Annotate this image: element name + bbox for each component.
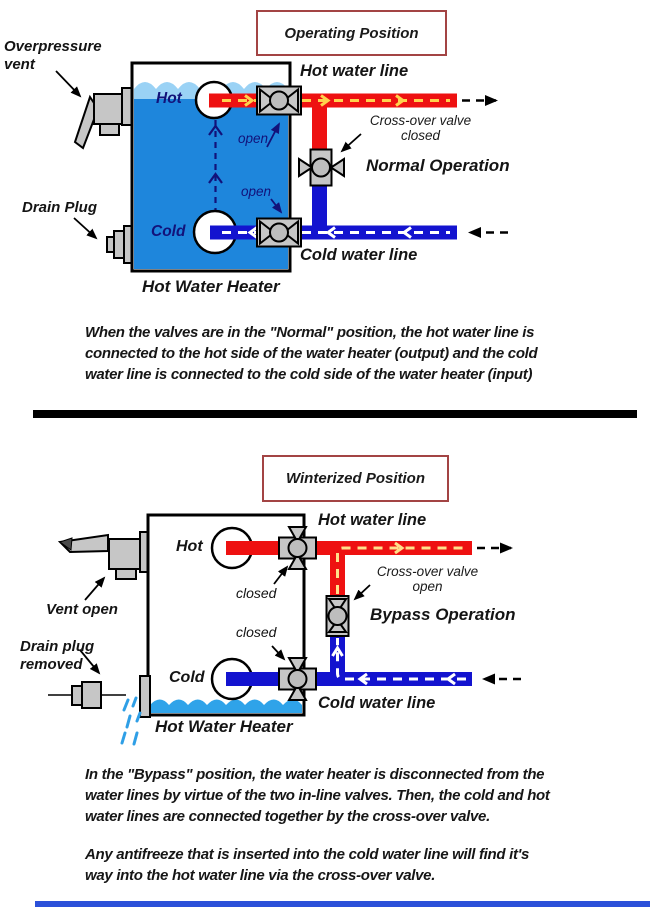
crossover-valve-open [325, 595, 350, 637]
winterized-diagram [48, 513, 521, 746]
bottom-accent-bar [35, 901, 650, 907]
drain-removed-pointer [79, 649, 101, 675]
open-lower-pointer [270, 198, 283, 214]
normal-operation-label: Normal Operation [366, 156, 510, 175]
closed-upper-pointer [273, 565, 289, 585]
convection-flow-line [208, 120, 223, 212]
vent-open-fitting [57, 531, 151, 580]
valve-hot-state-label: open [238, 131, 269, 146]
cold-water-line-label-winter: Cold water line [318, 694, 436, 712]
closed-lower-pointer [271, 645, 286, 661]
residual-water [150, 699, 302, 713]
drain-plug-label: Drain Plug [22, 199, 98, 216]
bypass-operation-label: Bypass Operation [370, 605, 516, 624]
drain-plug-pointer [73, 217, 98, 240]
inline-valve-cold-closed [278, 657, 317, 701]
bypass-hot-flow [336, 541, 466, 594]
hot-port-label-winter: Hot [176, 538, 203, 555]
crossover-valve-closed [298, 148, 345, 187]
open-upper-pointer [266, 122, 280, 148]
valve-hot-state-label-winter: closed [236, 585, 277, 601]
hot-port-label: Hot [156, 90, 182, 107]
hot-water-line-label-winter: Hot water line [318, 511, 427, 529]
cold-port-label: Cold [151, 223, 186, 240]
operating-description: When the valves are in the "Normal" posi… [85, 324, 538, 383]
operating-diagram [55, 61, 508, 273]
cold-port-label-winter: Cold [169, 669, 205, 686]
crossover-open-pointer [353, 584, 371, 601]
vent-open-label: Vent open [46, 601, 118, 618]
overpressure-vent-fitting [73, 87, 134, 150]
vent-open-pointer [84, 576, 106, 601]
drain-plug-removed-fitting [48, 681, 126, 709]
drain-plug-fitting [106, 225, 134, 264]
crossover-closed-label: Cross-over valve closed [369, 113, 472, 143]
crossover-open-label: Cross-over valve open [376, 564, 479, 594]
overpressure-vent-label: Overpressure vent [4, 38, 102, 73]
overpressure-pointer [55, 70, 82, 98]
crossover-closed-pointer [340, 133, 362, 153]
inline-valve-hot-closed [278, 526, 317, 570]
bypass-description: In the "Bypass" position, the water heat… [85, 766, 550, 825]
hot-water-line-label: Hot water line [300, 62, 409, 80]
bypass-cold-flow [331, 638, 466, 686]
cold-water-line-label: Cold water line [300, 246, 418, 264]
crossover-pipe-hot [312, 106, 327, 152]
antifreeze-description: Any antifreeze that is inserted into the… [85, 846, 530, 884]
heater-caption-bottom: Hot Water Heater [155, 717, 293, 736]
valve-cold-state-label: open [241, 184, 272, 199]
drain-port-tab [139, 675, 151, 718]
water-drips [120, 696, 142, 746]
section-divider [33, 410, 637, 418]
inline-valve-cold-open [256, 217, 302, 248]
valve-cold-state-label-winter: closed [236, 624, 277, 640]
operating-position-title: Operating Position [256, 10, 447, 56]
crossover-pipe-cold [312, 184, 327, 227]
heater-caption-top: Hot Water Heater [142, 277, 280, 296]
inline-valve-hot-open [256, 85, 302, 116]
drain-plug-removed-label: Drain plug removed [20, 638, 95, 673]
winterized-position-title: Winterized Position [262, 455, 449, 502]
